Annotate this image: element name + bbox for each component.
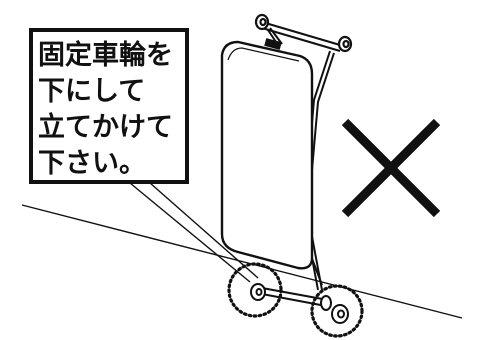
fixed-wheel-left: [250, 283, 266, 301]
instruction-line-1: 固定車輪を: [38, 39, 173, 71]
wheel-highlight-left-dotted-circle-icon: [227, 262, 283, 318]
instruction-callout: 固定車輪を 下にして 立てかけて 下さい。: [29, 28, 189, 184]
fixed-wheel-right: [320, 295, 349, 324]
instruction-line-2: 下にして: [38, 76, 145, 107]
instruction-line-4: 下さい。: [38, 148, 146, 179]
cart-panel: [220, 38, 314, 270]
leader-lines: [129, 182, 259, 283]
wheel-highlight-right-dotted-circle-icon: [310, 284, 364, 338]
instruction-line-3: 立てかけて: [38, 111, 173, 143]
cross-mark-icon: [341, 118, 441, 218]
cart-handle: [254, 13, 353, 53]
floor-line: [21, 204, 463, 319]
